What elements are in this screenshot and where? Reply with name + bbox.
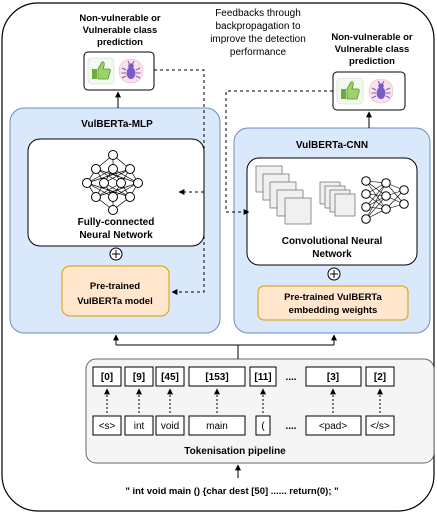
token: ( [261,421,265,432]
cnn-prediction-label: Non-vulnerable or Vulnerable class predi… [331,32,413,67]
thumbs-up-icon [87,57,115,85]
mlp-pretrained-label-2: VulBERTa model [77,296,152,307]
token: main [206,421,228,432]
fully-connected-network-graphic [82,150,143,215]
mlp-nn-label: Fully-connected [78,217,155,228]
tokenisation-to-panels-arrows [113,334,337,359]
svg-text:Non-vulnerable or: Non-vulnerable or [331,32,413,43]
cnn-pretrained-label: Pre-trained VulBERTa [284,292,382,303]
token: </s> [370,421,390,432]
svg-text:performance: performance [230,47,287,58]
cnn-nn-label-2: Network [312,249,352,260]
mlp-pretrained-box [61,265,170,317]
token-id: [45] [161,372,179,383]
thumbs-up-icon [336,77,364,105]
token-id: [153] [205,372,228,383]
bug-icon [368,78,394,104]
token-id: [2] [374,372,386,383]
token-id: [0] [101,372,113,383]
svg-text:Vulnerable class: Vulnerable class [83,25,158,36]
feedback-arrows [154,69,333,295]
feedback-label: Feedbacks through backpropagation to imp… [210,8,306,58]
token-ellipsis: .... [285,421,296,432]
token-id: [3] [327,372,339,383]
convolutional-network-graphic [255,165,409,225]
tokenisation-title: Tokenisation pipeline [184,446,286,457]
cnn-pretrained-label-2: embedding weights [289,305,378,316]
svg-text:prediction: prediction [97,37,143,48]
token-id-ellipsis: .... [285,372,296,383]
token-id: [11] [254,372,271,383]
mlp-pretrained-label: Pre-trained [90,281,140,292]
cnn-title: VulBERTa-CNN [296,140,368,151]
cnn-pretrained-box [257,285,409,321]
mlp-nn-label-2: Neural Network [79,230,153,241]
cnn-nn-label: Convolutional Neural [282,236,383,247]
token-row [92,415,395,436]
token-id: [9] [133,372,145,383]
token: <s> [99,421,116,432]
svg-text:Vulnerable class: Vulnerable class [335,44,410,55]
svg-text:Non-vulnerable or: Non-vulnerable or [79,13,161,24]
token-id-row [92,366,395,387]
token: int [134,421,145,432]
bug-icon [118,58,144,84]
token-mapping-arrows [104,388,383,413]
svg-text:improve the detection: improve the detection [210,34,306,45]
mlp-title: VulBERTa-MLP [81,119,153,130]
svg-text:Feedbacks through: Feedbacks through [215,8,301,19]
source-code-input: " int void main () {char dest [50] .....… [125,486,338,497]
svg-text:backpropagation to: backpropagation to [215,21,301,32]
mlp-prediction-label: Non-vulnerable or Vulnerable class predi… [79,13,161,48]
token: void [161,421,179,432]
svg-text:prediction: prediction [349,56,395,67]
token: <pad> [319,421,348,432]
